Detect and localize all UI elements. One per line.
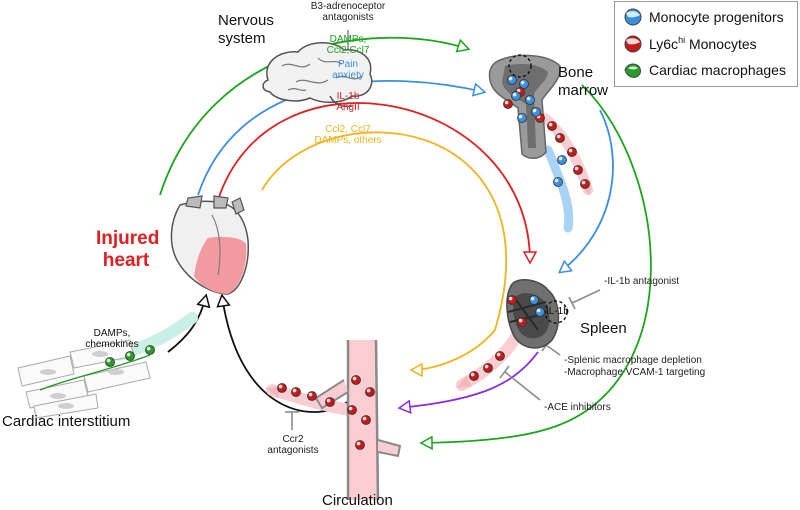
ly6c-monocyte-cell bbox=[307, 391, 317, 401]
purple-arc-spleen-to-circulation bbox=[400, 351, 539, 408]
legend-label-ly6c-sup: hi bbox=[678, 35, 686, 45]
ly6c-monocyte-cell bbox=[503, 99, 513, 109]
ly6c-monocyte-cell bbox=[580, 179, 590, 189]
blue-signal-label: Pain anxiety bbox=[332, 59, 364, 81]
ly6c-monocyte-cell bbox=[361, 415, 371, 425]
spleen-il1b-label: IL-1b bbox=[546, 306, 569, 317]
monocyte-progenitor-cell bbox=[529, 295, 539, 305]
circulation-label: Circulation bbox=[322, 492, 393, 509]
green-signal-label: DAMPs, Ccl2,Ccl7 bbox=[326, 34, 370, 56]
blue-trail-marrow-to-spleen bbox=[543, 145, 574, 233]
ly6c-monocyte-cell bbox=[517, 317, 527, 327]
il1b-inhibitor-mark bbox=[568, 289, 601, 310]
monocyte-progenitor-cell-icon bbox=[624, 8, 642, 26]
red-arc-heart-to-spleen bbox=[217, 102, 530, 262]
ly6c-monocyte-cell bbox=[351, 375, 361, 385]
il1b-antagonist-label: -IL-1b antagonist bbox=[604, 276, 680, 287]
injured-heart-title: Injured heart bbox=[96, 228, 160, 271]
ly6c-monocyte-cell bbox=[355, 440, 365, 450]
ace-inhibitors-label: -ACE inhibitors bbox=[544, 402, 611, 413]
ly6c-monocyte-cell bbox=[567, 147, 577, 157]
monocyte-progenitor-cell bbox=[531, 107, 541, 117]
green-arc-marrow-to-circulation bbox=[422, 84, 652, 443]
ly6c-monocyte-cell bbox=[469, 371, 479, 381]
orange-arc-heart-to-circulation bbox=[261, 131, 507, 370]
legend-item-monocyte-progenitors: Monocyte progenitors bbox=[623, 6, 784, 28]
cells-layer bbox=[105, 75, 590, 450]
legend-label-cardiac-macrophages: Cardiac macrophages bbox=[649, 62, 786, 78]
monocyte-progenitor-cell bbox=[519, 79, 529, 89]
ly6c-monocyte-cell-icon bbox=[624, 35, 642, 53]
monocyte-progenitor-cell bbox=[525, 95, 535, 105]
ly6c-monocyte-cell bbox=[483, 363, 493, 373]
ly6c-monocyte-cell bbox=[555, 133, 565, 143]
cardiac-macrophage-cell bbox=[105, 357, 115, 367]
ly6c-monocyte-cell bbox=[291, 387, 301, 397]
spleen-label: Spleen bbox=[580, 320, 627, 337]
ly6c-monocyte-cell bbox=[325, 397, 335, 407]
orange-signal-label: Ccl2, Ccl7 DAMPs, others bbox=[314, 124, 382, 146]
legend-item-cardiac-macrophages: Cardiac macrophages bbox=[623, 59, 786, 81]
cardiac-macrophage-cell bbox=[125, 351, 135, 361]
spleen-icon bbox=[506, 278, 568, 349]
nervous-system-label: Nervous system bbox=[218, 12, 274, 47]
ly6c-monocyte-cell bbox=[277, 383, 287, 393]
ccr2-antagonists-label: Ccr2 antagonists bbox=[267, 434, 319, 456]
ly6c-monocyte-cell bbox=[547, 121, 557, 131]
red-signal-label: IL-1b AngII bbox=[336, 91, 360, 113]
ccr2-inhibitor-mark bbox=[285, 411, 299, 430]
monocyte-progenitor-cell bbox=[511, 91, 521, 101]
monocyte-progenitor-cell bbox=[517, 113, 527, 123]
bone-marrow-icon bbox=[488, 54, 561, 159]
blood-vessel-icon bbox=[314, 339, 402, 501]
blue-arc-marrow-to-spleen bbox=[560, 109, 614, 272]
interstitium-signal-label: DAMPs, chemokines bbox=[85, 328, 139, 350]
monocyte-progenitor-cell bbox=[553, 177, 563, 187]
cardiac-macrophage-cell bbox=[145, 345, 155, 355]
monocyte-progenitor-cell bbox=[557, 155, 567, 165]
legend-label-ly6c-main: Ly6c bbox=[649, 36, 679, 52]
ly6c-monocyte-cell bbox=[573, 165, 583, 175]
legend-label-monocyte-progenitors: Monocyte progenitors bbox=[649, 9, 784, 25]
ly6c-monocyte-cell bbox=[347, 405, 357, 415]
black-arc-interstitium-to-heart bbox=[167, 296, 206, 353]
ace-inhibitor-mark bbox=[499, 365, 541, 401]
brain-icon bbox=[262, 42, 373, 108]
legend-label-ly6c-rest: Monocytes bbox=[685, 36, 757, 52]
ly6c-monocyte-cell bbox=[507, 295, 517, 305]
b3-inhibitor-label: B3-adrenoceptor antagonists bbox=[310, 1, 386, 23]
ly6c-monocyte-cell bbox=[495, 351, 505, 361]
cardiac-macrophage-cell-icon bbox=[624, 63, 641, 78]
heart-icon bbox=[170, 195, 249, 295]
monocyte-progenitor-cell bbox=[535, 307, 545, 317]
monocyte-progenitor-cell bbox=[507, 75, 517, 85]
cardiac-interstitium-tissue-icon bbox=[17, 339, 151, 419]
bone-marrow-label: Bone marrow bbox=[558, 64, 609, 99]
splenic-depletion-label: -Splenic macrophage depletion -Macrophag… bbox=[564, 355, 706, 378]
ly6c-monocyte-cell bbox=[365, 387, 375, 397]
cardiac-interstitium-label: Cardiac interstitium bbox=[2, 413, 131, 430]
